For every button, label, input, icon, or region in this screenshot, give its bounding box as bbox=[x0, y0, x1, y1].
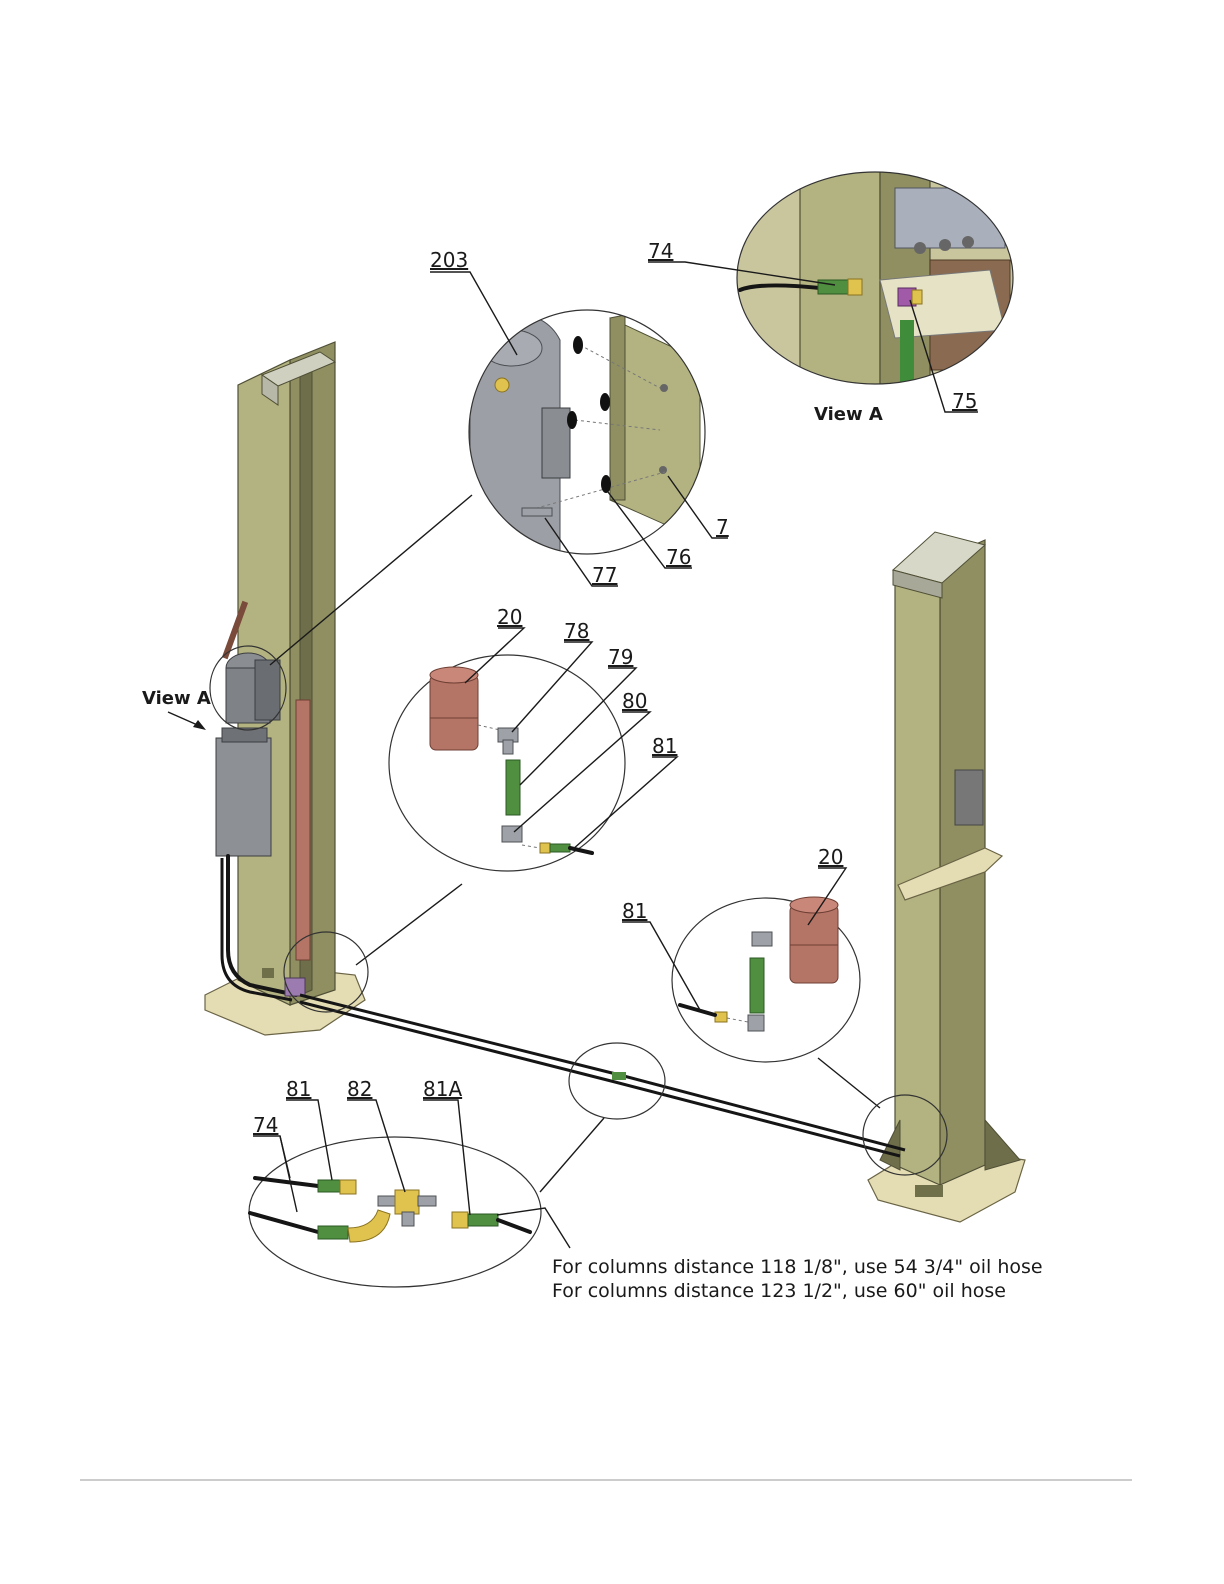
callout-81-left: 81 bbox=[652, 734, 677, 758]
callout-74-top: 74 bbox=[648, 239, 673, 263]
view-a-detail-label: View A bbox=[814, 404, 883, 425]
left-column bbox=[205, 342, 365, 1035]
view-a-detail: 74 75 View A bbox=[648, 170, 1015, 425]
view-a-pointer-label: View A bbox=[142, 688, 211, 709]
callout-20-left: 20 bbox=[497, 605, 522, 629]
left-cylinder-fittings-detail: 20 78 79 80 81 bbox=[284, 605, 677, 1012]
callout-77: 77 bbox=[592, 563, 617, 587]
right-column bbox=[868, 532, 1025, 1222]
callout-80: 80 bbox=[622, 689, 647, 713]
power-unit-motor bbox=[216, 653, 280, 856]
hose-length-note-1: For columns distance 118 1/8", use 54 3/… bbox=[552, 1256, 1043, 1278]
callout-75: 75 bbox=[952, 389, 977, 413]
callout-74-bottom: 74 bbox=[253, 1113, 278, 1137]
callout-81a: 81A bbox=[423, 1077, 462, 1101]
callout-20-right: 20 bbox=[818, 845, 843, 869]
callout-76: 76 bbox=[666, 545, 691, 569]
callout-79: 79 bbox=[608, 645, 633, 669]
motor-mount-detail: 203 7 76 77 bbox=[270, 248, 729, 665]
callout-7: 7 bbox=[716, 515, 729, 539]
callout-81-right: 81 bbox=[622, 899, 647, 923]
callout-81-bottom: 81 bbox=[286, 1077, 311, 1101]
callout-203: 203 bbox=[430, 248, 468, 272]
callout-82: 82 bbox=[347, 1077, 372, 1101]
callout-78: 78 bbox=[564, 619, 589, 643]
hose-length-note-2: For columns distance 123 1/2", use 60" o… bbox=[552, 1280, 1006, 1302]
